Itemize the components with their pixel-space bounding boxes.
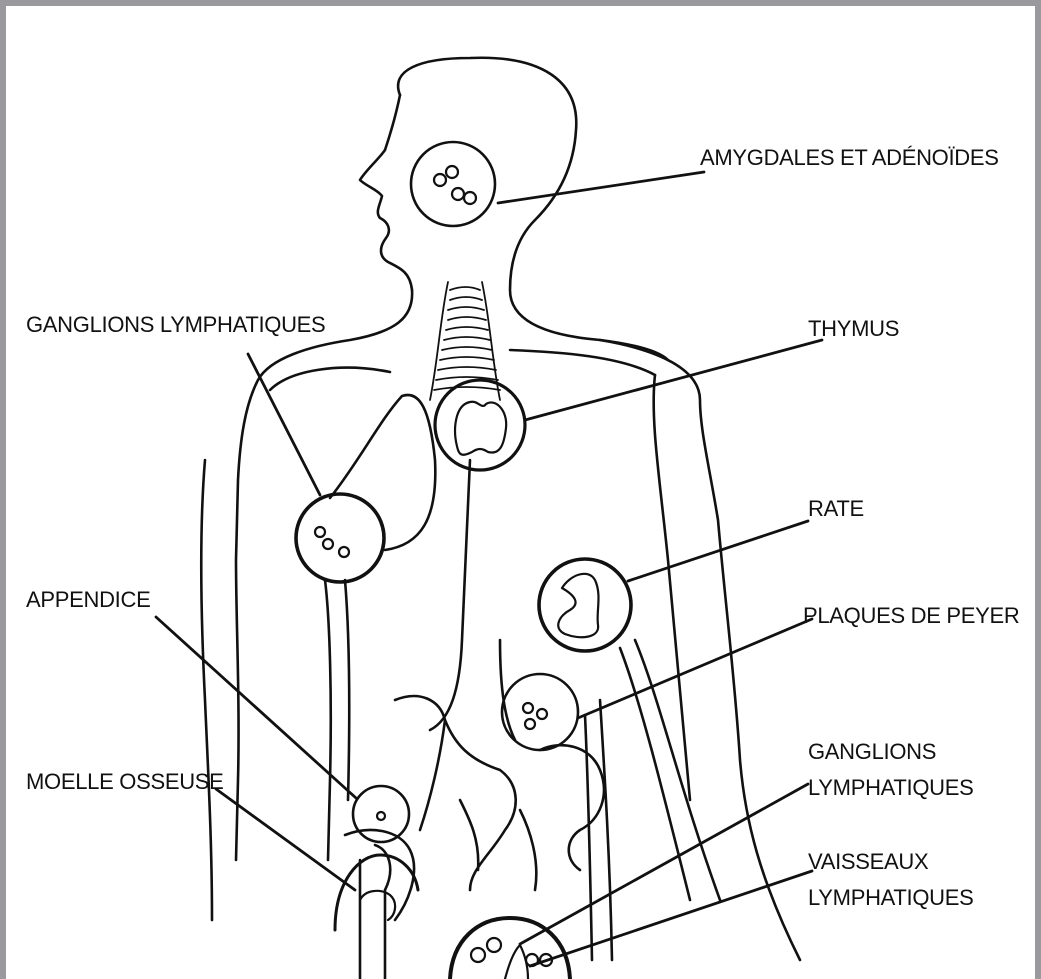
label-spleen-text: RATE bbox=[808, 491, 864, 527]
head-outline bbox=[398, 58, 668, 360]
label-thymus-text: THYMUS bbox=[808, 311, 899, 347]
label-lymph-vessels: VAISSEAUX LYMPHATIQUES bbox=[808, 844, 974, 916]
torso-left-inner bbox=[270, 368, 390, 390]
neck-outline bbox=[236, 290, 412, 860]
right-shoulder bbox=[600, 340, 800, 960]
bone-marrow-circle bbox=[335, 855, 418, 930]
right-vessel-line-2 bbox=[635, 640, 720, 900]
lymph-node-circle-upper bbox=[296, 494, 384, 582]
label-lymph-nodes-lower-line1: GANGLIONS bbox=[808, 734, 974, 770]
label-spleen: RATE bbox=[808, 491, 864, 527]
label-peyer: PLAQUES DE PEYER bbox=[803, 598, 1020, 634]
label-lymph-vessels-line2: LYMPHATIQUES bbox=[808, 880, 974, 916]
left-arm-line bbox=[201, 460, 212, 920]
label-lymph-vessels-line1: VAISSEAUX bbox=[808, 844, 974, 880]
abdomen-center-line bbox=[430, 460, 470, 730]
intestines-outline bbox=[395, 696, 604, 890]
label-tonsils-text: AMYGDALES ET ADÉNOÏDES bbox=[700, 140, 999, 176]
right-inner-line bbox=[600, 700, 612, 960]
right-arm-inner bbox=[654, 375, 690, 800]
inner-lines-left bbox=[325, 580, 331, 860]
label-lymph-nodes-lower-line2: LYMPHATIQUES bbox=[808, 770, 974, 806]
face-profile bbox=[360, 95, 412, 290]
intestines-inner bbox=[460, 800, 536, 890]
label-appendix-text: APPENDICE bbox=[26, 582, 150, 618]
label-bone-marrow-text: MOELLE OSSEUSE bbox=[26, 764, 224, 800]
tonsils-circle bbox=[411, 142, 495, 226]
label-bone-marrow: MOELLE OSSEUSE bbox=[26, 764, 224, 800]
label-lymph-nodes-upper: GANGLIONS LYMPHATIQUES bbox=[26, 307, 325, 343]
spleen-circle bbox=[539, 559, 631, 651]
pelvis-bone bbox=[345, 830, 414, 979]
peyer-patches-circle bbox=[502, 674, 578, 750]
torso-right-inner bbox=[510, 350, 655, 375]
label-lymph-nodes-upper-text: GANGLIONS LYMPHATIQUES bbox=[26, 307, 325, 343]
appendix-circle bbox=[353, 786, 409, 842]
label-thymus: THYMUS bbox=[808, 311, 899, 347]
label-tonsils: AMYGDALES ET ADÉNOÏDES bbox=[700, 140, 999, 176]
inner-lines-left-2 bbox=[345, 580, 349, 800]
label-peyer-text: PLAQUES DE PEYER bbox=[803, 598, 1020, 634]
thymus-circle bbox=[435, 380, 525, 470]
label-lymph-nodes-lower: GANGLIONS LYMPHATIQUES bbox=[808, 734, 974, 806]
label-appendix: APPENDICE bbox=[26, 582, 150, 618]
